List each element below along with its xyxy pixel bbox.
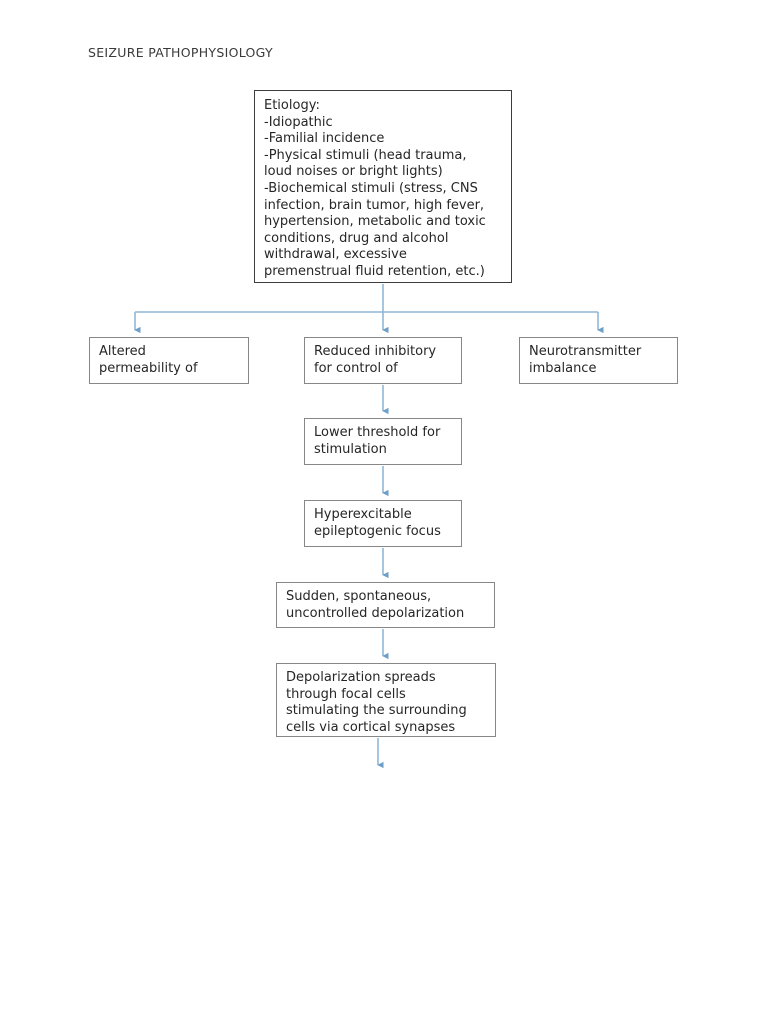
- node-etiology-label: Etiology: -Idiopathic -Familial incidenc…: [264, 98, 486, 279]
- node-reduced-inhibitory-label: Reduced inhibitory for control of: [314, 344, 437, 376]
- node-sudden-depolarization-label: Sudden, spontaneous, uncontrolled depola…: [286, 589, 465, 621]
- node-lower-threshold-label: Lower threshold for stimulation: [314, 425, 441, 457]
- node-hyperexcitable-focus-label: Hyperexcitable epileptogenic focus: [314, 507, 441, 539]
- node-neurotransmitter-imbalance-label: Neurotransmitter imbalance: [529, 344, 642, 376]
- node-reduced-inhibitory: Reduced inhibitory for control of: [304, 337, 462, 384]
- node-lower-threshold: Lower threshold for stimulation: [304, 418, 462, 465]
- node-etiology: Etiology: -Idiopathic -Familial incidenc…: [254, 90, 512, 283]
- node-hyperexcitable-focus: Hyperexcitable epileptogenic focus: [304, 500, 462, 547]
- node-sudden-depolarization: Sudden, spontaneous, uncontrolled depola…: [276, 582, 495, 628]
- node-depolarization-spreads-label: Depolarization spreads through focal cel…: [286, 670, 467, 735]
- node-altered-permeability-label: Altered permeability of: [99, 344, 198, 376]
- node-depolarization-spreads: Depolarization spreads through focal cel…: [276, 663, 496, 737]
- node-altered-permeability: Altered permeability of: [89, 337, 249, 384]
- page-title: SEIZURE PATHOPHYSIOLOGY: [88, 45, 273, 60]
- node-neurotransmitter-imbalance: Neurotransmitter imbalance: [519, 337, 678, 384]
